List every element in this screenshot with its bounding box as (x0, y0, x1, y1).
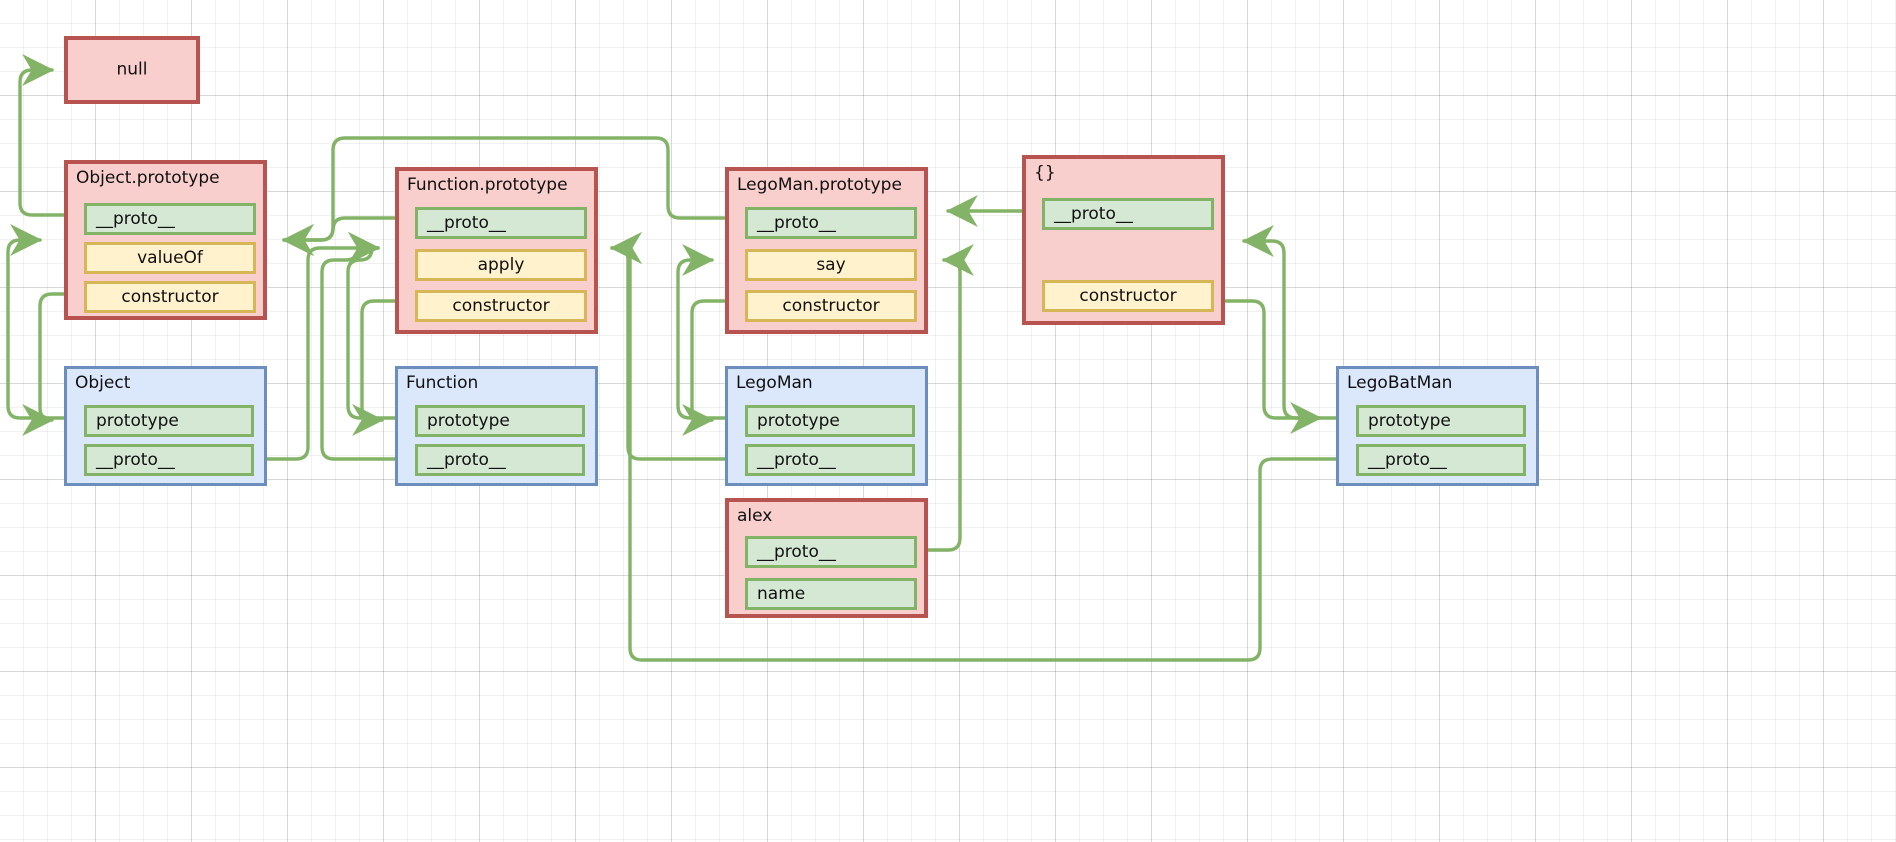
node-legobatman[interactable]: LegoBatMan prototype __proto__ (1336, 366, 1539, 486)
node-title-object: Object (75, 373, 131, 393)
node-title-null: null (116, 59, 148, 80)
slot-o-prototype[interactable]: prototype (84, 405, 254, 437)
slot-ol-proto[interactable]: __proto__ (1042, 198, 1214, 230)
slot-lmp-say[interactable]: say (745, 249, 917, 281)
edge-legobatman-proto-to-funcproto (609, 232, 1354, 662)
node-alex[interactable]: alex __proto__name (725, 498, 928, 618)
node-function-prototype[interactable]: Function.prototype __proto__apply construc… (395, 167, 598, 334)
node-title-object-prototype: Object.prototype (76, 168, 220, 188)
node-title-legoman: LegoMan (736, 373, 813, 393)
slot-lbm-prototype[interactable]: prototype (1356, 405, 1526, 437)
node-object-literal[interactable]: {} __proto__ constructor (1022, 155, 1225, 325)
slot-lmp-proto[interactable]: __proto__ (745, 207, 917, 239)
node-title-function: Function (406, 373, 479, 393)
slot-op-constructor[interactable]: constructor (84, 281, 256, 313)
slot-ol-constructor[interactable]: constructor (1042, 280, 1214, 312)
node-function[interactable]: Function prototype __proto__ (395, 366, 598, 486)
node-title-legoman-prototype: LegoMan.prototype (737, 175, 902, 195)
slot-f-prototype[interactable]: prototype (415, 405, 585, 437)
node-null[interactable]: null (64, 36, 200, 104)
slot-op-valueof[interactable]: valueOf (84, 242, 256, 274)
slot-f-proto[interactable]: __proto__ (415, 444, 585, 476)
node-title-function-prototype: Function.prototype (407, 175, 568, 195)
slot-alex-proto[interactable]: __proto__ (745, 536, 917, 568)
node-legoman[interactable]: LegoMan prototype __proto__ (725, 366, 928, 486)
node-title-object-literal: {} (1034, 163, 1056, 183)
slot-lmp-constructor[interactable]: constructor (745, 290, 917, 322)
slot-lm-proto[interactable]: __proto__ (745, 444, 915, 476)
slot-alex-name[interactable]: name (745, 578, 917, 610)
slot-fp-apply[interactable]: apply (415, 249, 587, 281)
edge-funcproto-proto-to-objproto (281, 216, 412, 256)
node-title-alex: alex (737, 506, 773, 526)
node-object-prototype[interactable]: Object.prototype __proto__ valueOf construc… (64, 160, 267, 320)
node-legoman-prototype[interactable]: LegoMan.prototype __proto__say constructor (725, 167, 928, 334)
slot-lbm-proto[interactable]: __proto__ (1356, 444, 1526, 476)
node-title-legobatman: LegoBatMan (1347, 373, 1453, 393)
node-object[interactable]: Object prototype __proto__ (64, 366, 267, 486)
edge-legoman-proto-to-funcproto (609, 232, 742, 461)
edge-object-proto-to-funcproto (248, 232, 381, 461)
slot-op-proto[interactable]: __proto__ (84, 203, 256, 235)
slot-lm-prototype[interactable]: prototype (745, 405, 915, 437)
slot-fp-constructor[interactable]: constructor (415, 290, 587, 322)
slot-o-proto[interactable]: __proto__ (84, 444, 254, 476)
slot-fp-proto[interactable]: __proto__ (415, 207, 587, 239)
